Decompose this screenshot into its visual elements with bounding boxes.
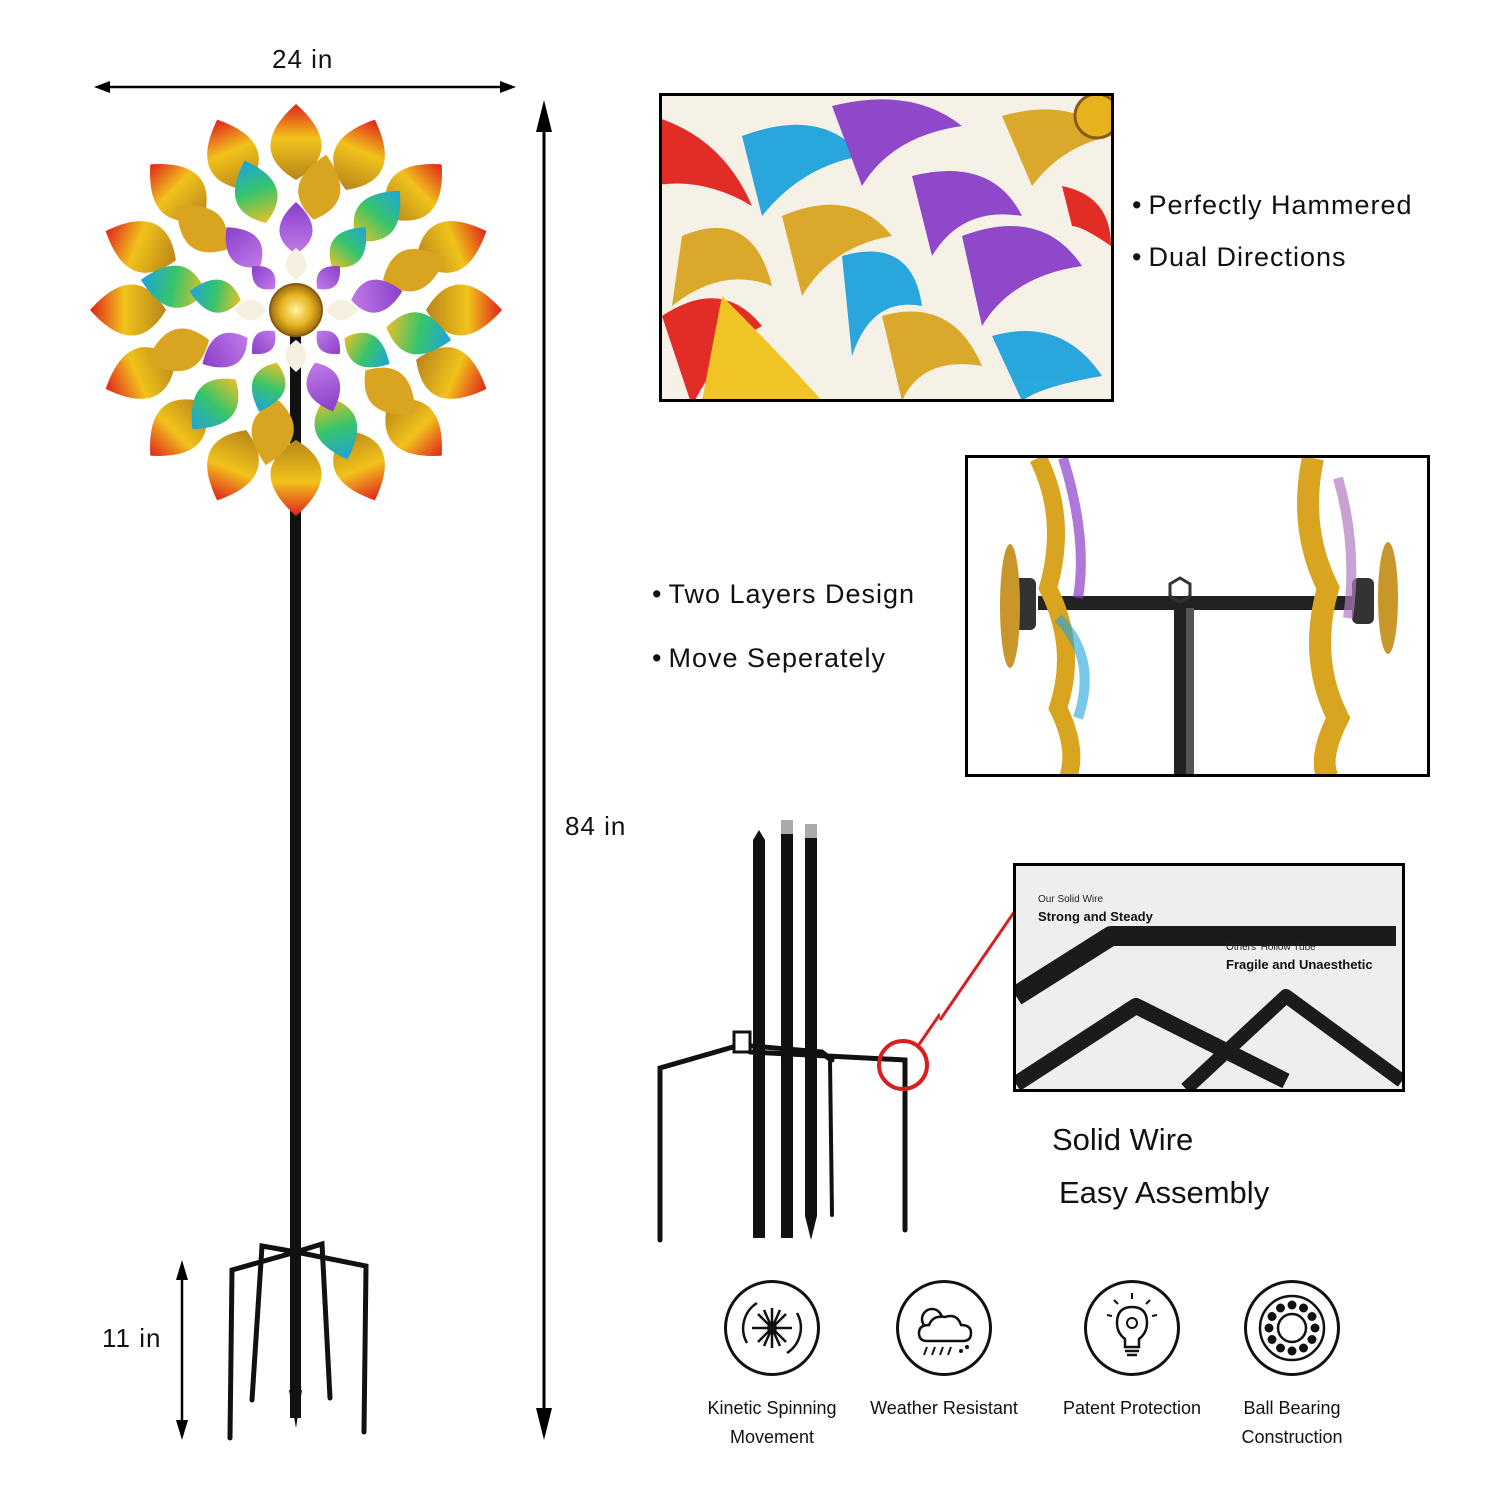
- kinetic-label-2: Movement: [729, 1427, 815, 1447]
- hollow-tube-tagline: Fragile and Unaesthetic: [1226, 957, 1373, 972]
- feature-move-separately: Move Seperately: [652, 643, 886, 674]
- kinetic-label-1: Kinetic Spinning: [707, 1398, 837, 1418]
- weather-icon: [896, 1280, 992, 1376]
- lightbulb-icon: [1084, 1280, 1180, 1376]
- easy-assembly-heading: Easy Assembly: [1059, 1175, 1270, 1210]
- stake-dimension-arrow: [176, 1260, 188, 1440]
- height-label: 84 in: [565, 811, 627, 841]
- kinetic-spin-icon: [724, 1280, 820, 1376]
- feature-patent-protection: Patent Protection: [1047, 1280, 1217, 1423]
- width-label: 24 in: [272, 44, 334, 74]
- hammered-detail-photo: [659, 93, 1114, 402]
- flower-spinner-head: [90, 104, 502, 516]
- feature-dual-directions: Dual Directions: [1132, 242, 1347, 273]
- two-layer-axle-photo: [965, 455, 1430, 777]
- pole-tip: [289, 1390, 302, 1428]
- feature-two-layers: Two Layers Design: [652, 579, 915, 610]
- ball-bearing-icon: [1244, 1280, 1340, 1376]
- hollow-tube-caption: Others' Hollow Tube: [1226, 942, 1316, 953]
- feature-perfectly-hammered: Perfectly Hammered: [1132, 190, 1413, 221]
- solid-wire-caption: Our Solid Wire: [1038, 894, 1104, 905]
- bearing-label-2: Construction: [1241, 1427, 1343, 1447]
- width-dimension-arrow: [94, 81, 516, 93]
- weather-label: Weather Resistant: [870, 1398, 1018, 1418]
- spinner-pole: [290, 318, 301, 1418]
- bearing-label-1: Ball Bearing: [1243, 1398, 1341, 1418]
- callout-line: [938, 900, 1024, 1021]
- joint-callout-circle: [877, 1039, 929, 1091]
- solid-wire-heading: Solid Wire: [1052, 1122, 1194, 1157]
- ground-stake: [227, 1240, 369, 1441]
- stake-label: 11 in: [102, 1323, 162, 1353]
- solid-wire-tagline: Strong and Steady: [1038, 909, 1153, 924]
- patent-label: Patent Protection: [1062, 1398, 1202, 1418]
- assembly-parts-illustration: [657, 820, 940, 1243]
- height-dimension-arrow: [536, 100, 552, 1440]
- solid-wire-comparison-inset: Our Solid Wire Strong and Steady Others'…: [1013, 863, 1405, 1092]
- feature-weather-resistant: Weather Resistant: [859, 1280, 1029, 1423]
- product-overview-illustration: [90, 81, 552, 1441]
